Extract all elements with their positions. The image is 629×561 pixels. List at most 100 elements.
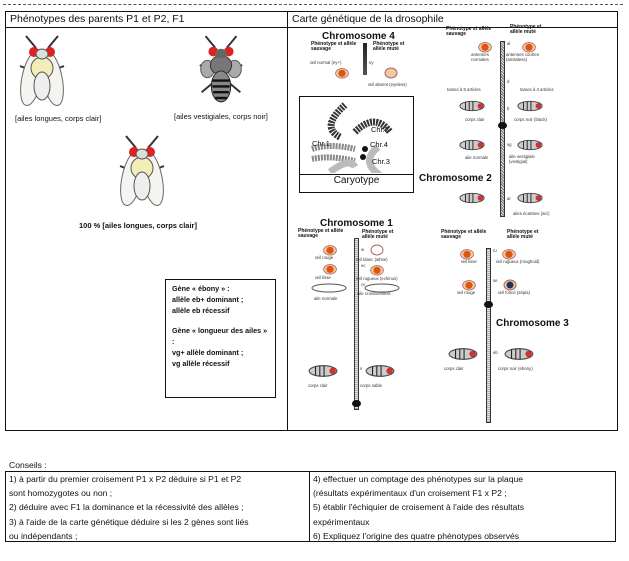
chr3-wild-label: œil rouge	[457, 290, 476, 295]
fly-arc-icon	[516, 188, 544, 208]
fly-head-icon	[322, 262, 338, 275]
advice-item: ou indépendants ;	[9, 530, 78, 541]
chr4-label: Chr.4	[370, 140, 388, 149]
chr1-gene-s: s	[360, 366, 363, 371]
gene-wing-title: Gène « longueur des ailes » :	[172, 326, 268, 347]
main-table	[5, 11, 618, 431]
chr1-mutant-label: aile crossveinless	[357, 291, 391, 296]
chr4-mutant-header: Phénotype et allèle muté	[373, 41, 405, 53]
chr2-mutant-header: Phénotype et allèle muté	[510, 24, 542, 36]
chr1-mutant-header: Phénotype et allèle muté	[362, 229, 394, 241]
chr3-mutant-label: œil foncé (sépia)	[498, 290, 530, 295]
fly-icon	[458, 137, 486, 153]
fly-icon	[447, 345, 479, 363]
karyotype-label: Caryotype	[300, 174, 413, 186]
gene-ebony-title: Gène « ébony » :	[172, 284, 230, 293]
fly-icon	[458, 190, 486, 206]
chr2-gene-ar: ar	[507, 196, 511, 201]
chr3-gene-ru: ru	[493, 248, 497, 253]
chr3-bar	[486, 248, 491, 423]
chr1-bar	[354, 238, 359, 410]
chr1-title: Chromosome 1	[320, 218, 393, 229]
chr1-gene-ec: ec	[361, 263, 366, 268]
chr1-mutant-label: œil rugueux (echinus)	[356, 276, 398, 281]
advice-item: (résultats expérimentaux d'un croisement…	[313, 488, 507, 499]
chr2-gene-al: al	[507, 41, 511, 46]
chr2-mutant-label: aile vestigiale (vestigial)	[509, 154, 535, 164]
gene-wing-recessive: vg allèle récessif	[172, 358, 230, 368]
advice-left-column: 1) à partir du premier croisement P1 x P…	[9, 472, 249, 543]
chr1-gene-w: w	[361, 247, 365, 252]
advice-divider	[309, 471, 310, 542]
chr1-wild-label: aile normale	[314, 296, 338, 301]
chr1-mutant-label: corps sable	[360, 383, 382, 388]
chr4-mutant-label: œil absent (eyeless)	[368, 82, 407, 87]
fly-head-eyeless-icon	[384, 67, 398, 79]
fly-p2-image	[192, 30, 250, 108]
chr1-wild-header: Phénotype et allèle sauvage	[298, 228, 344, 240]
advice-item: 4) effectuer un comptage des phénotypes …	[313, 474, 524, 484]
chr1-wild-label: œil lisse	[315, 275, 331, 280]
advice-item: 3) à l'aide de la carte génétique déduir…	[9, 516, 249, 527]
column-divider	[287, 11, 288, 431]
fly-black-icon	[516, 98, 544, 114]
chr3-label: Chr.3	[372, 157, 390, 166]
karyotype-box: Chr.1 Chr.2 Chr.3 Chr.4 Caryotype	[299, 96, 414, 193]
chr2-mutant-label: ailes écartées (arc)	[513, 211, 550, 216]
chr3-gene-eb: eb	[493, 350, 498, 355]
chr2-gene-d: d	[507, 79, 510, 84]
chr2-wild-label: aile normale	[465, 155, 489, 160]
gene-ebony-recessive: allèle eb récessif	[172, 305, 230, 315]
right-panel-title: Carte génétique de la drosophile	[292, 13, 444, 25]
gene-info-box: Gène « ébony » : allèle eb+ dominant ; a…	[165, 279, 276, 398]
chr3-mutant-header: Phénotype et allèle muté	[507, 229, 539, 241]
p1-caption: [ailes longues, corps clair]	[15, 114, 102, 123]
fly-icon	[458, 98, 486, 114]
chr3-mutant-label: corps noir (ebony)	[498, 366, 533, 371]
chr2-title: Chromosome 2	[419, 173, 492, 184]
chr1-mutant-label: œil blanc (white)	[356, 257, 388, 262]
chr2-gene-b: b	[507, 106, 510, 111]
gene-wing-dominant: vg+ allèle dominant ;	[172, 347, 244, 357]
chr3-wild-label: œil lisse	[461, 259, 477, 264]
advice-table	[5, 471, 616, 542]
advice-item: 5) établir l'échiquier de croisement à l…	[313, 502, 525, 513]
chr2-mutant-label: tarses à 4 articles	[520, 87, 554, 92]
fly-vestigial-icon	[516, 137, 544, 153]
fly-f1-image	[112, 130, 172, 210]
dashed-separator	[3, 4, 623, 5]
chr2-mutant-label: corps noir (black)	[514, 117, 547, 122]
advice-item: expérimentaux	[313, 516, 370, 527]
chr4-wild-header: Phénotype et allèle sauvage	[311, 41, 357, 53]
fly-icon	[307, 362, 339, 380]
fly-ebony-icon	[503, 345, 535, 363]
advice-item: 6) Expliquez l'origine des quatre phénot…	[313, 530, 520, 541]
header-divider	[5, 27, 618, 28]
chr4-gene: ey	[369, 60, 374, 65]
chr3-wild-header: Phénotype et allèle sauvage	[441, 229, 487, 241]
left-panel-title: Phénotypes des parents P1 et P2, F1	[10, 13, 185, 25]
chr4-title: Chromosome 4	[322, 31, 395, 42]
chr2-centromere	[498, 122, 507, 129]
chr3-gene-se: se	[493, 278, 498, 283]
chr3-centromere	[484, 301, 493, 308]
chr2-wild-label: tarses à 5 articles	[447, 87, 481, 92]
fly-head-icon	[369, 263, 385, 276]
advice-right-column: 4) effectuer un comptage des phénotypes …	[313, 472, 524, 543]
fly-head-icon	[334, 66, 350, 79]
fly-sable-icon	[364, 362, 396, 380]
fly-head-sepia-icon	[503, 279, 517, 291]
chr3-title: Chromosome 3	[496, 318, 569, 329]
fly-p1-image	[12, 30, 72, 110]
chr2-wild-label: corps clair	[465, 117, 485, 122]
chr1-label: Chr.1	[312, 139, 330, 148]
chr2-bar	[500, 41, 505, 217]
advice-item: 2) déduire avec F1 la dominance et la ré…	[9, 502, 244, 513]
advice-item: 1) à partir du premier croisement P1 x P…	[9, 474, 242, 484]
chr3-wild-label: corps clair	[444, 366, 464, 371]
karyotype-chromosomes	[311, 102, 393, 173]
chr2-mutant-label: antennes courtes (aristaless)	[506, 52, 539, 62]
chr2-wild-header: Phénotype et allèle sauvage	[446, 26, 492, 38]
chr4-bar	[363, 43, 367, 75]
